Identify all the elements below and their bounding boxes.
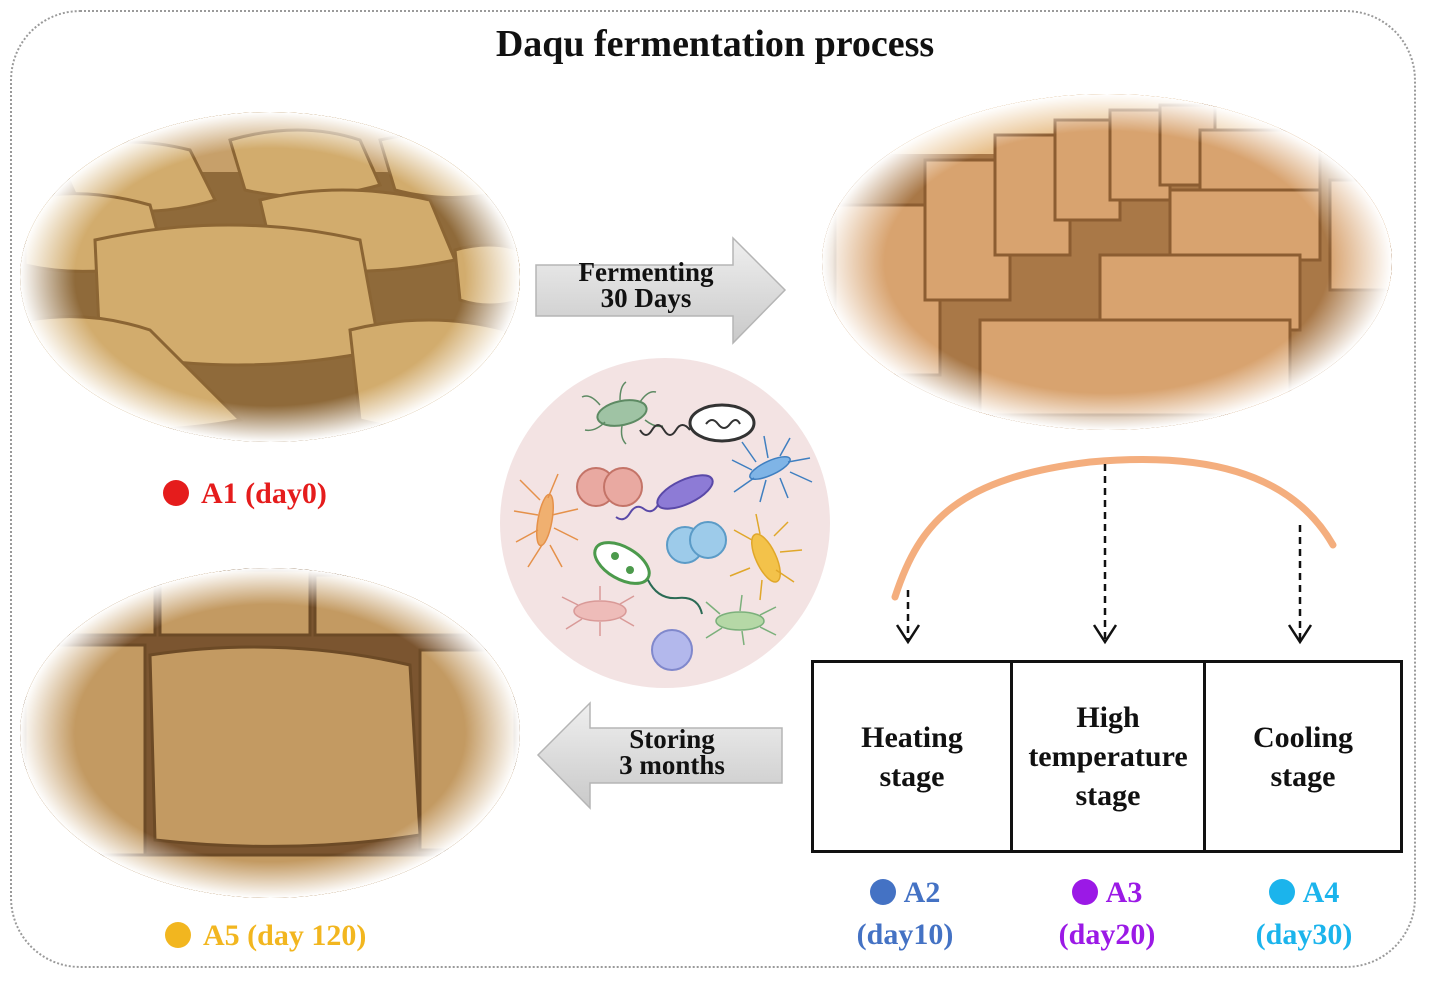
sample-label-a1: A1 (day0) (163, 477, 327, 511)
temperature-curve (891, 455, 1337, 601)
stage-high-line2: temperature (1028, 740, 1188, 773)
sample-a2-day: (day10) (856, 918, 954, 951)
storing-arrow-line2: 3 months (619, 750, 725, 780)
sample-label-a2: A2 (day10) (830, 872, 980, 956)
sample-label-a1-text: A1 (day0) (201, 477, 327, 510)
pink-rod-bacterium-icon (561, 586, 635, 636)
green-flagellate-cell-icon (593, 541, 703, 615)
pink-diplococcus-icon (576, 467, 643, 507)
orange-hairy-bacterium-icon (513, 473, 579, 568)
sample-dot-a2-icon (869, 879, 896, 905)
fresh-daqu-blocks-photo (20, 112, 520, 442)
sample-a4-id: A4 (1302, 876, 1340, 909)
stage-high-line1: High (1076, 701, 1140, 734)
sample-a3-id: A3 (1105, 876, 1143, 909)
blue-diplococcus-icon (666, 521, 727, 564)
storing-arrow-line1: Storing (629, 724, 715, 754)
light-green-rod-bacterium-icon (705, 594, 777, 646)
stage-cooling-line2: stage (1270, 759, 1336, 793)
stage-table: Heating stage High temperature stage Coo… (811, 660, 1403, 853)
stage-cooling: Cooling stage (1203, 663, 1400, 850)
sample-label-a5-text: A5 (day 120) (203, 919, 367, 952)
microbes-illustration (500, 358, 830, 688)
purple-rod-bacterium-icon (615, 474, 714, 521)
sample-a3-day: (day20) (1058, 918, 1156, 951)
stage-cooling-line1: Cooling (1252, 720, 1354, 754)
green-rod-bacterium-icon (581, 381, 664, 445)
fermenting-daqu-blocks-photo (822, 94, 1392, 430)
sample-dot-a5-icon (165, 922, 191, 948)
sample-label-a4: A4 (day30) (1229, 872, 1379, 956)
sample-label-a5: A5 (day 120) (165, 919, 366, 953)
stage-high-line3: stage (1075, 779, 1141, 812)
stage-pointer-arrow (895, 590, 921, 645)
sample-a4-day: (day30) (1255, 918, 1353, 951)
stage-heating: Heating stage (814, 663, 1010, 850)
sample-dot-a3-icon (1071, 879, 1098, 905)
stage-pointer-arrow (1092, 464, 1118, 645)
fermenting-arrow-line1: Fermenting (578, 257, 714, 287)
blue-spiky-bacterium-icon (731, 435, 813, 503)
fermenting-arrow-line2: 30 Days (600, 283, 692, 313)
sample-dot-a1-icon (163, 480, 189, 506)
storing-arrow-label: Storing 3 months (572, 724, 772, 780)
sample-label-a3: A3 (day20) (1032, 872, 1182, 956)
stage-high-temperature: High temperature stage (1010, 663, 1203, 850)
spiral-tail-cell-icon (639, 403, 756, 443)
sample-dot-a4-icon (1268, 879, 1295, 905)
yellow-spiky-bacterium-icon (729, 513, 803, 601)
diagram-title: Daqu fermentation process (495, 23, 935, 65)
sample-a2-id: A2 (903, 876, 941, 909)
stage-heating-line2: stage (879, 759, 945, 793)
stage-pointer-arrow (1287, 525, 1313, 645)
storing-arrow (536, 701, 783, 810)
fermenting-arrow (535, 236, 787, 345)
lavender-coccus-icon (651, 629, 693, 671)
diagram-frame (10, 10, 1416, 968)
stored-daqu-blocks-photo (20, 568, 520, 898)
fermenting-arrow-label: Fermenting 30 Days (546, 257, 746, 313)
stage-heating-line1: Heating (861, 720, 963, 754)
